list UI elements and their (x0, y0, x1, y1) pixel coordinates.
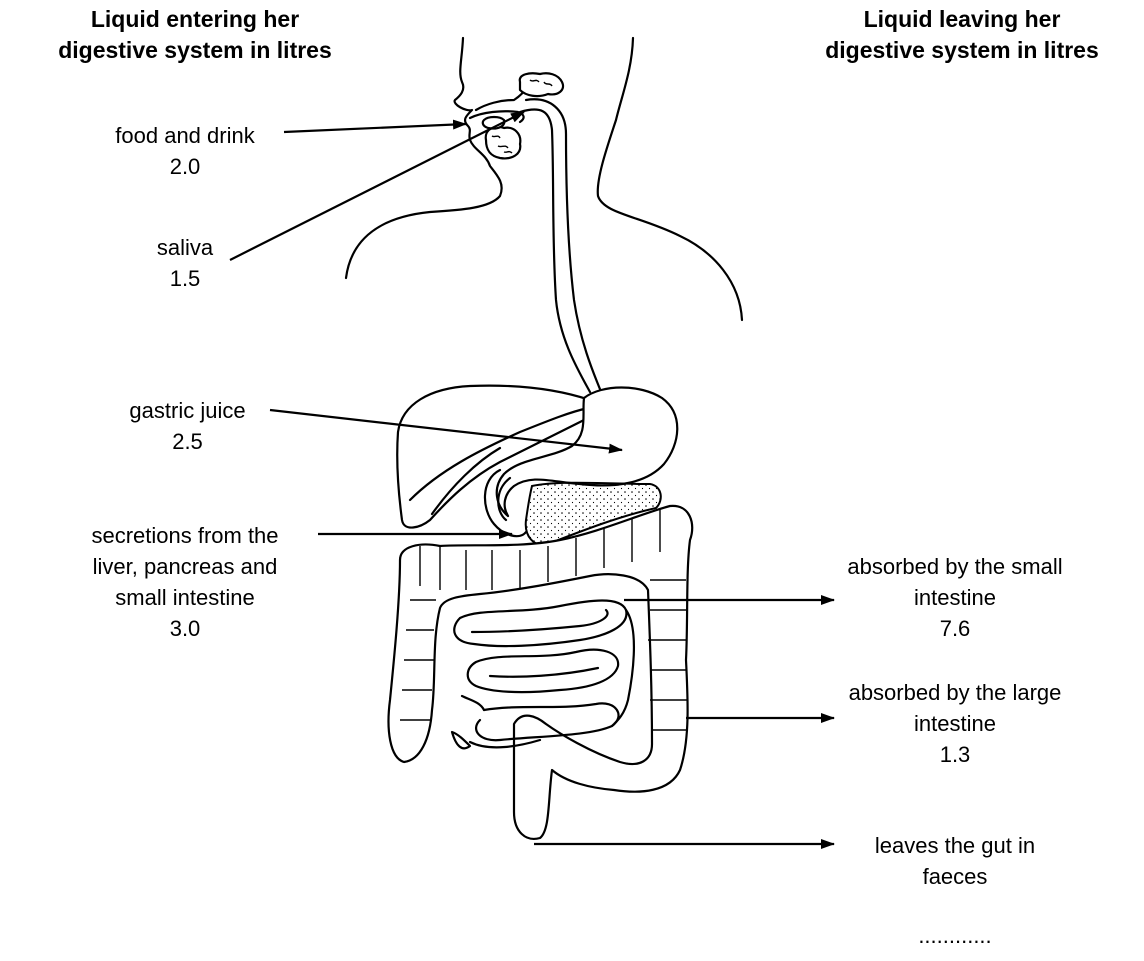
input-value: 2.0 (60, 151, 310, 182)
output-label-line: absorbed by the large (805, 677, 1105, 708)
input-value: 3.0 (30, 613, 340, 644)
input-label: gastric juice (80, 395, 295, 426)
input-saliva: saliva 1.5 (100, 232, 270, 294)
output-value: 7.6 (805, 613, 1105, 644)
input-value: 2.5 (80, 426, 295, 457)
output-value: 1.3 (805, 739, 1105, 770)
input-label-line: secretions from the (30, 520, 340, 551)
input-label: food and drink (60, 120, 310, 151)
output-faeces-answer-blank: ............ (805, 920, 1105, 951)
output-label-line: absorbed by the small (805, 551, 1105, 582)
output-label-line: leaves the gut in (805, 830, 1105, 861)
input-label-line: liver, pancreas and (30, 551, 340, 582)
food-arrow (284, 124, 466, 132)
mouth-line (476, 88, 526, 110)
output-small-intestine: absorbed by the small intestine 7.6 (805, 551, 1105, 644)
input-label-line: small intestine (30, 582, 340, 613)
oesophagus-back (526, 99, 602, 394)
oesophagus-front (520, 109, 590, 392)
output-label-line: intestine (805, 582, 1105, 613)
appendix (452, 732, 470, 748)
input-food-and-drink: food and drink 2.0 (60, 120, 310, 182)
large-intestine (389, 506, 693, 839)
input-value: 1.5 (100, 263, 270, 294)
output-label-line: faeces (805, 861, 1105, 892)
output-large-intestine: absorbed by the large intestine 1.3 (805, 677, 1105, 770)
salivary-gland-lower (486, 127, 521, 159)
input-secretions: secretions from the liver, pancreas and … (30, 520, 340, 644)
salivary-gland-upper (520, 73, 563, 96)
output-label-line: intestine (805, 708, 1105, 739)
back-of-head (598, 38, 742, 320)
input-label: saliva (100, 232, 270, 263)
face-outline (346, 38, 502, 278)
small-intestine (454, 601, 626, 647)
input-gastric-juice: gastric juice 2.5 (80, 395, 295, 457)
output-faeces: leaves the gut in faeces (805, 830, 1105, 892)
